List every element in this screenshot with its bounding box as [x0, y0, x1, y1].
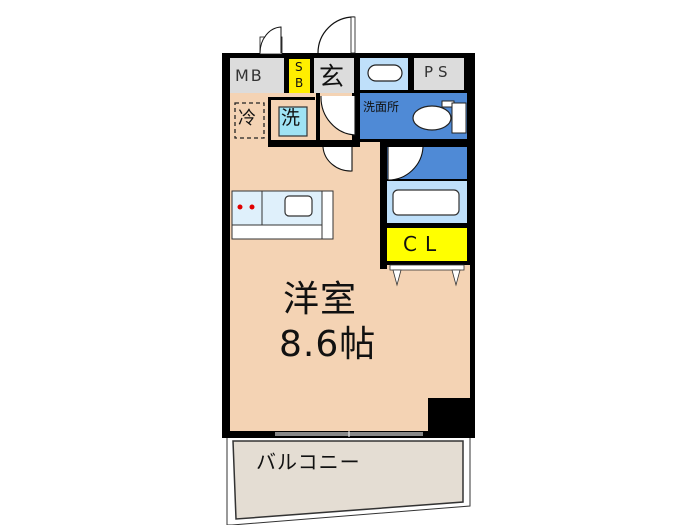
balcony-area	[226, 436, 471, 526]
kitchen-sink	[284, 195, 313, 217]
pipe-space	[414, 58, 464, 90]
main-room-name: 洋室	[283, 279, 358, 320]
closet	[387, 228, 467, 261]
closet-label: CL	[403, 232, 445, 256]
fridge-label: 冷	[238, 108, 256, 129]
meter-box-label: MB	[235, 66, 264, 85]
structural-column	[428, 398, 473, 438]
washroom-label: 洗面所	[363, 100, 400, 114]
door-washroom[interactable]	[320, 95, 356, 136]
shoe-box	[289, 59, 310, 94]
shoe-box-label-top: S	[295, 60, 303, 74]
fridge-space	[234, 102, 265, 139]
entrance-floor	[314, 58, 354, 95]
door-entrance[interactable]	[317, 16, 356, 54]
door-main-room[interactable]	[322, 146, 353, 172]
toilet	[412, 105, 452, 131]
entrance-label: 玄	[319, 62, 345, 91]
kitchen-counter	[231, 190, 334, 240]
washer-pan	[278, 106, 308, 137]
shoe-box-label-bottom: B	[295, 76, 304, 90]
stove-burner	[249, 204, 255, 210]
balcony-label: バルコニー	[256, 450, 361, 474]
door-bathroom[interactable]	[387, 146, 424, 181]
pipe-space-label: PS	[424, 63, 453, 81]
washer-label: 洗	[281, 107, 301, 129]
meter-box	[230, 58, 284, 95]
stove-burner	[237, 204, 243, 210]
door-meter-box	[259, 26, 283, 55]
main-room-size: 8.6帖	[279, 324, 377, 365]
